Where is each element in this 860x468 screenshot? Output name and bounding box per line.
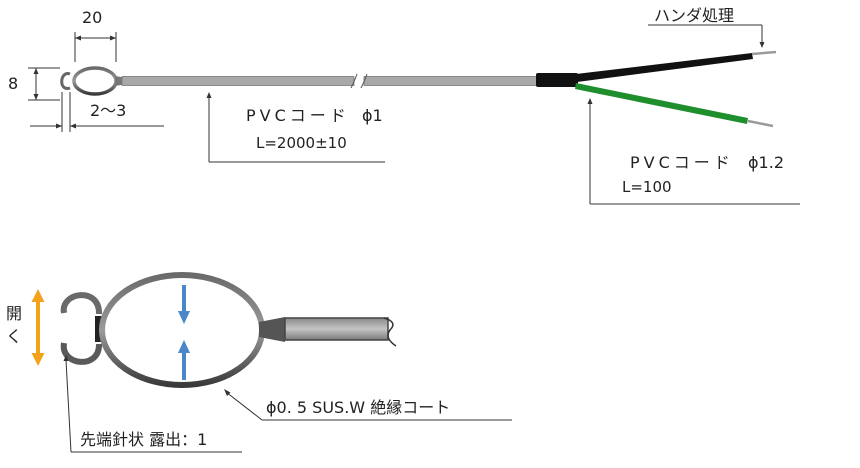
lead-split <box>536 50 777 128</box>
gap-dimension-label: 2〜3 <box>90 101 127 120</box>
clip-hook <box>60 292 103 365</box>
tip-spec-label: 先端針状 露出：1 <box>80 430 208 449</box>
detail-view <box>31 272 512 453</box>
tip-leader <box>63 355 242 453</box>
lead-type-label: PVCコード <box>630 153 734 172</box>
top-view <box>28 24 800 205</box>
clip-rod <box>284 317 389 341</box>
main-cable <box>121 73 541 89</box>
cable-diameter-label: ϕ1 <box>362 106 383 125</box>
lead-length-label: L=100 <box>622 178 672 196</box>
lead-diameter-label: ϕ1.2 <box>748 153 784 172</box>
height-dimension-label: 8 <box>8 74 19 93</box>
clip-neck <box>259 317 285 342</box>
open-label: 開く <box>6 304 23 347</box>
clip-small <box>60 66 124 96</box>
wire-leader <box>224 389 512 421</box>
width-dimension-label: 20 <box>82 8 103 27</box>
open-arrow <box>31 289 45 366</box>
height-dimension <box>28 67 60 101</box>
press-arrows <box>178 285 190 380</box>
solder-leader <box>648 24 765 48</box>
width-dimension <box>74 32 117 62</box>
cable-length-label: L=2000±10 <box>256 134 347 152</box>
wire-spec-label: ϕ0. 5 SUS.W 絶縁コート <box>266 398 451 417</box>
lead-leader <box>587 98 800 205</box>
solder-note-label: ハンダ処理 <box>654 6 735 25</box>
gap-dimension <box>30 92 164 132</box>
cable-leader <box>206 92 385 163</box>
cable-type-label: PVCコード <box>246 106 350 125</box>
